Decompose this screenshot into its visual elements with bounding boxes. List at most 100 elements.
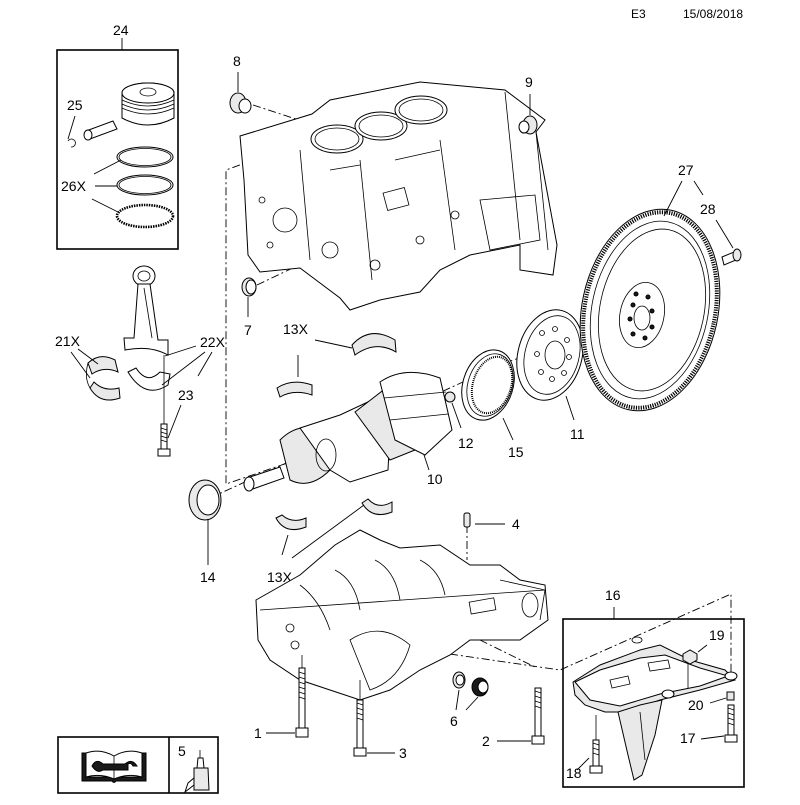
callout-14[interactable]: 14 — [200, 569, 216, 585]
leader-19 — [697, 644, 708, 653]
plug-8-icon[interactable] — [229, 92, 252, 114]
callout-12[interactable]: 12 — [458, 435, 474, 451]
connecting-rod[interactable] — [123, 265, 171, 391]
book-wrench-icon[interactable] — [81, 750, 147, 783]
callout-13x-bottom[interactable]: 13X — [267, 569, 293, 585]
assembly-line-bracket — [449, 593, 732, 680]
drain-plug-icon[interactable] — [452, 671, 489, 697]
legend-box: 5 — [57, 736, 219, 794]
leader-26-a — [93, 159, 122, 175]
callout-3[interactable]: 3 — [399, 745, 407, 761]
piston-icon[interactable] — [121, 82, 175, 126]
cylinder-block[interactable] — [239, 81, 558, 311]
plug-9-icon[interactable] — [518, 115, 538, 135]
callout-20[interactable]: 20 — [688, 697, 704, 713]
callout-7[interactable]: 7 — [244, 322, 252, 338]
leader-18 — [576, 757, 590, 771]
leader-23 — [167, 404, 182, 439]
sealant-bottle-icon[interactable] — [184, 750, 210, 794]
bolt-1-icon[interactable] — [295, 655, 309, 738]
leader-13a-2 — [314, 339, 353, 349]
leader-11 — [565, 395, 575, 421]
callout-17[interactable]: 17 — [680, 730, 696, 746]
callout-23[interactable]: 23 — [178, 387, 194, 403]
diagram-date: 15/08/2018 — [683, 7, 744, 21]
callout-28[interactable]: 28 — [700, 201, 716, 217]
callout-21x[interactable]: 21X — [55, 333, 81, 349]
flywheel-bolt-icon[interactable] — [721, 248, 742, 266]
callout-15[interactable]: 15 — [508, 444, 524, 460]
front-oil-seal-icon[interactable] — [188, 479, 222, 521]
circlip-icon[interactable] — [67, 138, 76, 148]
conrod-bolt-icon[interactable] — [157, 355, 171, 457]
main-bearing-shell-upper-1[interactable] — [351, 333, 397, 356]
callout-26x[interactable]: 26X — [61, 178, 87, 194]
bolt-2-icon[interactable] — [531, 687, 545, 745]
callout-1[interactable]: 1 — [254, 725, 262, 741]
bracket-kit-box — [562, 618, 745, 788]
callout-19[interactable]: 19 — [709, 627, 725, 643]
leader-25 — [67, 115, 76, 140]
main-bearing-shell-lower-1[interactable] — [361, 498, 393, 515]
leader-10 — [423, 454, 430, 471]
flywheel-icon[interactable] — [562, 196, 737, 424]
callout-27[interactable]: 27 — [678, 162, 694, 178]
piston-ring-middle-icon[interactable] — [116, 174, 174, 196]
leader-15 — [502, 417, 514, 441]
callout-18[interactable]: 18 — [566, 765, 582, 781]
legend-frame — [57, 736, 219, 794]
main-bearing-shell-upper-2[interactable] — [276, 381, 313, 398]
piston-pin-icon[interactable] — [83, 120, 118, 141]
legend-sealant-number: 5 — [178, 743, 186, 759]
callout-24[interactable]: 24 — [113, 22, 129, 38]
spacer-icon[interactable] — [726, 691, 735, 701]
leader-17 — [700, 735, 725, 740]
callout-9[interactable]: 9 — [525, 74, 533, 90]
lower-crankcase[interactable] — [255, 529, 549, 701]
leader-13b-1 — [281, 534, 289, 556]
dowel-pin-icon[interactable] — [463, 512, 471, 528]
leader-26-c — [91, 198, 121, 214]
leader-6-a — [455, 689, 460, 711]
leader-6-b — [465, 696, 479, 711]
callout-22x[interactable]: 22X — [200, 334, 226, 350]
callout-6[interactable]: 6 — [450, 713, 458, 729]
callout-10[interactable]: 10 — [427, 471, 443, 487]
leader-22-b — [161, 351, 206, 386]
conrod-bearing-shells-icon[interactable] — [86, 356, 121, 401]
leader-20 — [709, 697, 727, 704]
leader-21-a — [70, 351, 91, 379]
nut-icon[interactable] — [682, 649, 698, 688]
piston-ring-oil-icon[interactable] — [115, 203, 175, 229]
seal-7-icon[interactable] — [241, 277, 257, 297]
leader-28 — [715, 219, 734, 249]
piston-kit-group: 24 25 — [56, 22, 179, 250]
callout-8[interactable]: 8 — [233, 53, 241, 69]
rear-oil-seal-icon[interactable] — [453, 343, 523, 427]
leader-13b-2 — [291, 504, 365, 559]
pilot-bearing-icon[interactable] — [444, 391, 456, 403]
bolt-17-icon[interactable] — [724, 704, 738, 743]
piston-kit-box — [56, 49, 179, 250]
drive-plate-icon[interactable] — [507, 302, 593, 407]
assembly-line-8 — [252, 104, 303, 122]
leader-27-a — [663, 180, 683, 217]
callout-25[interactable]: 25 — [67, 97, 83, 113]
bolt-18-icon[interactable] — [589, 715, 603, 774]
callout-16[interactable]: 16 — [605, 587, 621, 603]
callout-11[interactable]: 11 — [570, 426, 585, 442]
callout-2[interactable]: 2 — [482, 733, 490, 749]
assembly-line-7 — [256, 254, 321, 286]
assembly-line-2 — [479, 639, 538, 669]
callout-4[interactable]: 4 — [512, 516, 520, 532]
bracket-kit-group: 16 19 20 — [562, 587, 745, 788]
main-bearing-shell-lower-2[interactable] — [275, 514, 307, 530]
piston-ring-top-icon[interactable] — [116, 146, 174, 168]
leader-27-b — [693, 180, 704, 196]
crankshaft[interactable] — [243, 371, 453, 492]
callout-13x-top[interactable]: 13X — [283, 321, 309, 337]
bolt-3-icon[interactable] — [353, 680, 367, 757]
section-code: E3 — [631, 7, 646, 21]
